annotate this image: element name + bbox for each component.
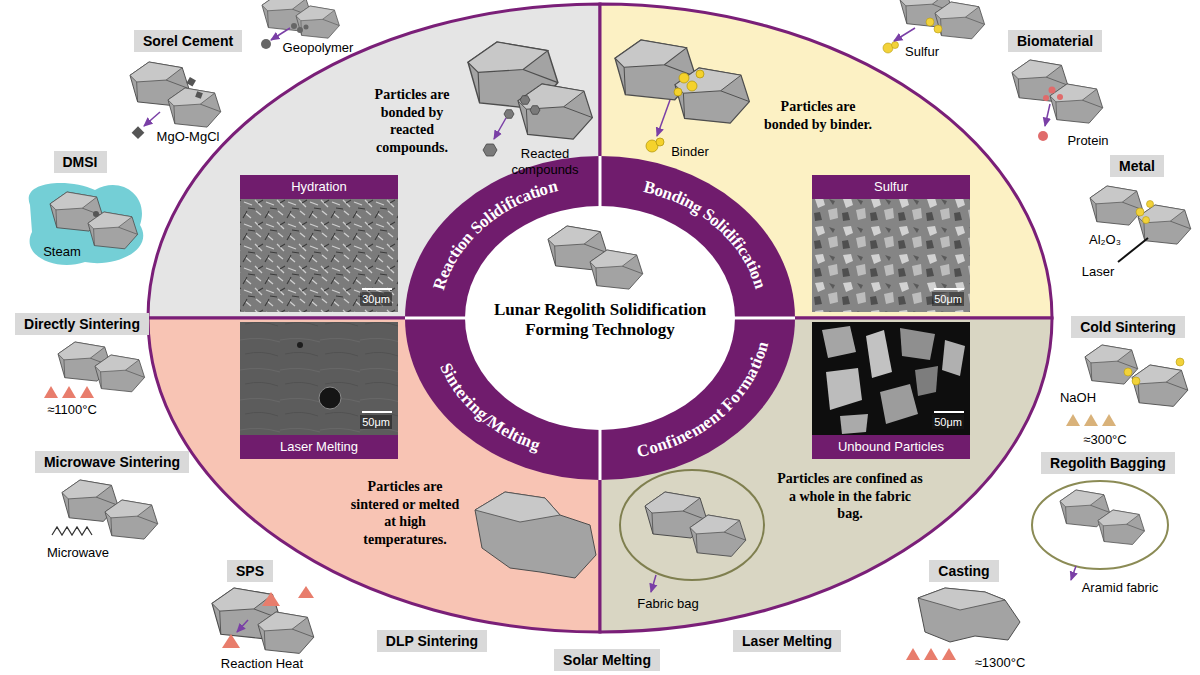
scale-label: 50μm <box>932 292 964 306</box>
panel-title: Sulfur <box>812 175 970 199</box>
method-tag: Casting <box>929 560 998 583</box>
center-circle: Lunar Regolith Solidification Forming Te… <box>465 206 735 430</box>
center-fill <box>465 206 735 430</box>
icon-label: ≈1300°C <box>975 655 1026 671</box>
text-slot: Unbound Particles <box>812 435 970 459</box>
text-slot: 50μm <box>932 415 964 429</box>
text-slot: Lunar Regolith Solidification Forming Te… <box>493 300 708 341</box>
text-slot: Particles are confined as a whole in the… <box>775 470 925 523</box>
icon-label: Steam <box>43 244 81 260</box>
icon-label: Microwave <box>47 545 109 561</box>
icon-label: Sulfur <box>905 44 939 60</box>
method-name: Cold Sintering <box>1080 319 1176 336</box>
method-name: SPS <box>236 563 264 580</box>
description-text: Particles are sintered or melted at high… <box>346 478 464 548</box>
method-tag: SPS <box>227 560 273 583</box>
icon-label: Laser <box>1082 264 1115 280</box>
icon-label: MgO-MgCl <box>157 129 220 145</box>
method-name: Sorel Cement <box>143 33 233 50</box>
panel-title: Hydration <box>240 175 398 199</box>
icon-label: Binder <box>671 144 709 160</box>
text-slot: Hydration <box>240 175 398 199</box>
text-slot: 50μm <box>932 292 964 306</box>
method-name: Microwave Sintering <box>44 454 180 471</box>
method-tag: Laser Melting <box>733 630 841 653</box>
text-slot: 50μm <box>360 415 392 429</box>
method-name: DLP Sintering <box>386 633 478 650</box>
method-tag: Solar Melting <box>554 649 660 672</box>
sem-image-panel: 50μmUnbound Particles <box>812 322 970 459</box>
description-text: Particles are bonded by binder. <box>761 98 876 133</box>
method-tag: Cold Sintering <box>1071 316 1185 339</box>
method-tag: Metal <box>1110 155 1164 178</box>
panel-title: Laser Melting <box>240 435 398 459</box>
description-text: Particles are bonded by reacted compound… <box>360 86 465 156</box>
ring-fill <box>405 156 795 480</box>
method-tag: Regolith Bagging <box>1041 452 1175 475</box>
panel-title: Unbound Particles <box>812 435 970 459</box>
sem-image-panel: Sulfur 50μm <box>812 175 970 312</box>
method-name: Directly Sintering <box>24 316 140 333</box>
description-text: Particles are confined as a whole in the… <box>775 470 925 523</box>
method-name: Metal <box>1119 158 1155 175</box>
text-slot: 30μm <box>360 292 392 306</box>
method-tag: Microwave Sintering <box>35 451 189 474</box>
method-name: DMSI <box>63 154 98 171</box>
text-slot: Sulfur <box>812 175 970 199</box>
icon-label: Aramid fabric <box>1082 580 1159 596</box>
text-slot: Particles are sintered or melted at high… <box>346 478 464 548</box>
scale-label: 50μm <box>932 415 964 429</box>
sem-image-panel: 50μmLaser Melting <box>240 322 398 459</box>
text-slot: Particles are bonded by binder. <box>761 98 876 133</box>
icon-label: Protein <box>1067 133 1108 149</box>
icon-label: NaOH <box>1060 390 1096 406</box>
method-tag: DLP Sintering <box>377 630 487 653</box>
method-name: Regolith Bagging <box>1050 455 1166 472</box>
scale-label: 50μm <box>360 415 392 429</box>
category-ring: Lunar Regolith Solidification Forming Te… <box>405 156 795 480</box>
icon-label: ≈1100°C <box>47 402 97 418</box>
text-slot: Particles are bonded by reacted compound… <box>360 86 465 156</box>
icon-label: Reaction Heat <box>221 656 303 672</box>
method-tag: Biomaterial <box>1008 30 1102 53</box>
method-name: Laser Melting <box>742 633 832 650</box>
icon-label: Reacted compounds <box>505 146 585 177</box>
method-tag: Sorel Cement <box>134 30 242 53</box>
method-name: Casting <box>938 563 989 580</box>
method-name: Biomaterial <box>1017 33 1093 50</box>
icon-label: Fabric bag <box>637 596 698 612</box>
text-slot: Laser Melting <box>240 435 398 459</box>
method-name: Solar Melting <box>563 652 651 669</box>
method-tag: DMSI <box>54 151 107 174</box>
center-title: Lunar Regolith Solidification Forming Te… <box>493 300 708 341</box>
icon-label: Geopolymer <box>283 40 354 56</box>
scale-label: 30μm <box>360 292 392 306</box>
sem-image-panel: Hydration 30μm <box>240 175 398 312</box>
icon-label: ≈300°C <box>1083 432 1126 448</box>
icon-label: Al₂O₃ <box>1089 232 1121 248</box>
method-tag: Directly Sintering <box>15 313 149 336</box>
